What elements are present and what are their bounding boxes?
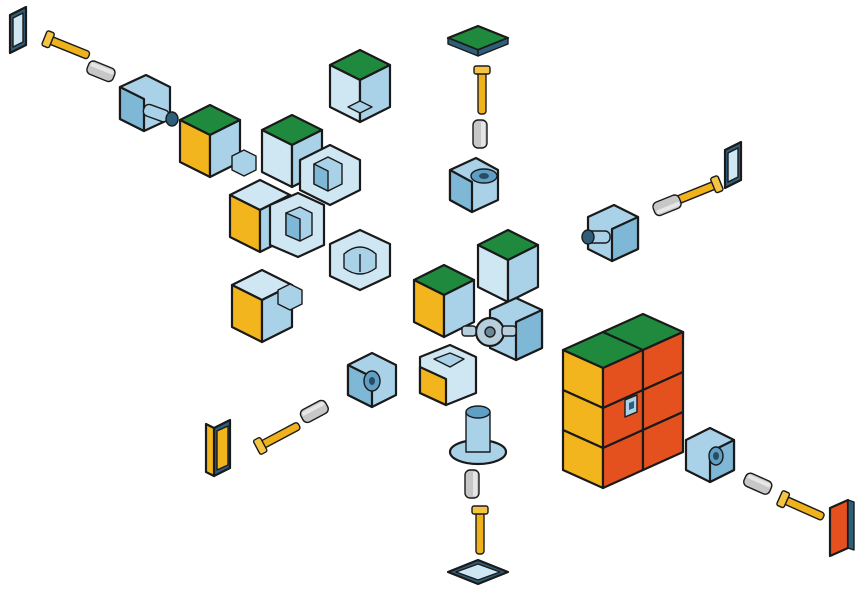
inner-piece-icon xyxy=(298,143,362,207)
spring-icon xyxy=(472,119,488,149)
cap-icon xyxy=(204,418,232,478)
center-piece-icon xyxy=(684,426,736,484)
spring-icon xyxy=(741,470,775,497)
face-icon xyxy=(561,312,685,490)
top-axis-assembly xyxy=(446,24,510,214)
screw-icon xyxy=(473,65,491,115)
spring-icon xyxy=(298,397,331,425)
center-piece-icon xyxy=(581,203,640,263)
center-piece-icon xyxy=(448,405,508,466)
connector-icon xyxy=(277,283,303,311)
upper-left-cluster xyxy=(178,48,392,344)
edge-piece-icon xyxy=(476,228,540,304)
inner-piece-icon xyxy=(328,228,392,292)
edge-piece-icon xyxy=(418,343,478,407)
bottom-axis-assembly xyxy=(446,405,510,586)
cap-icon xyxy=(828,498,855,558)
spring-icon xyxy=(84,58,118,84)
center-piece-icon xyxy=(448,156,500,214)
cap-icon xyxy=(446,24,510,57)
core-cluster xyxy=(412,228,544,407)
screw-icon xyxy=(471,505,489,555)
center-piece-icon xyxy=(346,351,398,409)
lower-right-axis-assembly xyxy=(684,426,855,558)
cap-icon xyxy=(446,558,510,586)
screw-icon xyxy=(775,489,828,526)
inner-piece-icon xyxy=(268,191,326,259)
left-axis-assembly xyxy=(8,5,179,133)
connector-icon xyxy=(231,149,257,177)
edge-piece-icon xyxy=(328,48,392,124)
cap-icon xyxy=(723,140,743,190)
cap-icon xyxy=(8,5,28,55)
lower-left-axis-assembly xyxy=(204,351,398,478)
right-axis-assembly xyxy=(581,140,743,263)
center-piece-icon xyxy=(118,73,179,133)
corner-piece-icon xyxy=(178,103,242,179)
spring-icon xyxy=(464,469,480,499)
core-icon xyxy=(461,316,517,348)
spring-icon xyxy=(650,192,684,218)
screw-icon xyxy=(252,417,304,456)
screw-icon xyxy=(40,29,93,64)
